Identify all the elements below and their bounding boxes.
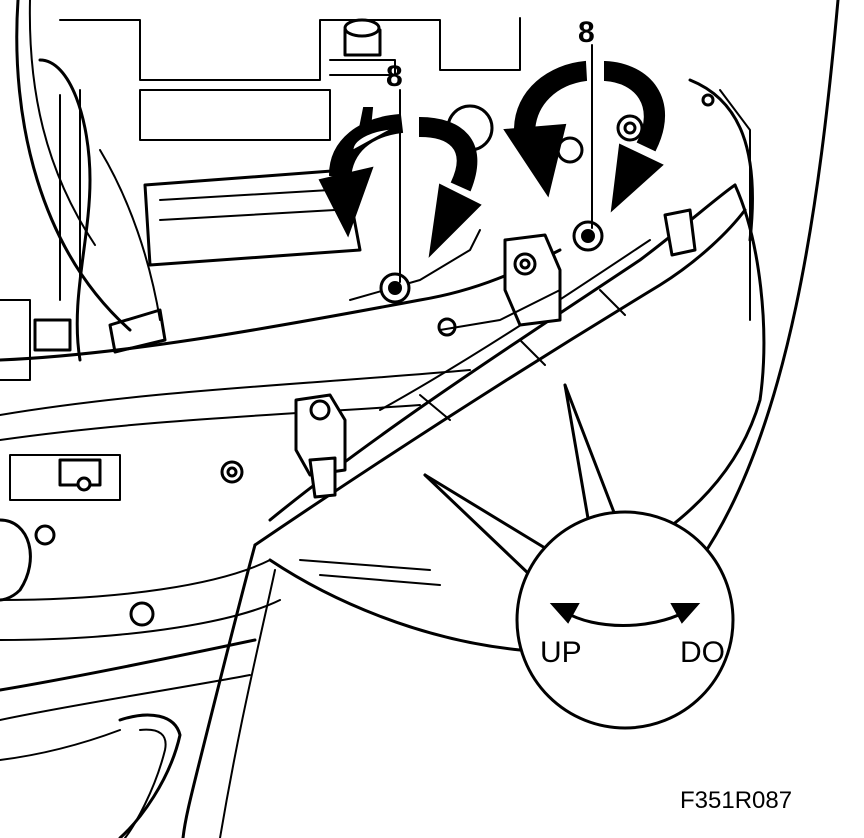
bolt-left-rotation-arrows: 8	[318, 60, 482, 283]
detail-pointer	[423, 383, 617, 577]
figure-code: F351R087	[680, 787, 792, 814]
rotation-arrow-icon	[503, 60, 588, 198]
callout-8-right: 8	[578, 16, 595, 49]
label-down: DO	[680, 636, 725, 669]
engine-bay-linework	[0, 0, 840, 641]
rotation-arrow-icon	[419, 116, 482, 258]
label-up: UP	[540, 636, 582, 669]
headlamp-housing	[0, 104, 766, 838]
rotation-arrow-icon	[604, 60, 666, 213]
bolt-right-rotation-arrows: 8	[503, 16, 666, 229]
adjustment-detail-circle: UP DO	[515, 510, 735, 730]
callout-8-left: 8	[386, 60, 403, 93]
double-headed-arc-arrow-icon	[549, 603, 701, 627]
